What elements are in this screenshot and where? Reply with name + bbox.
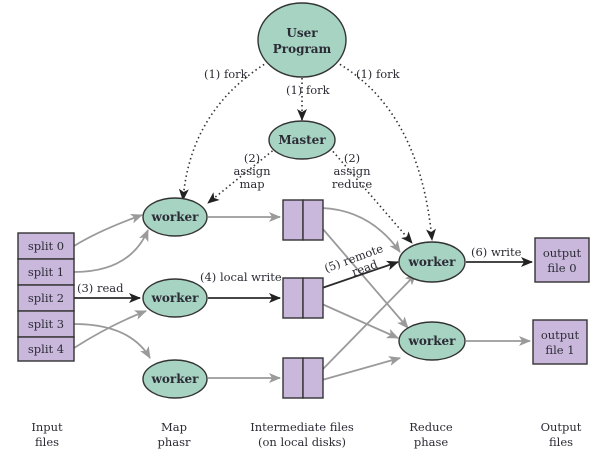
- split-label-3: split 3: [28, 317, 64, 331]
- phase-input-line2: files: [35, 435, 59, 449]
- output-file-0: output file 0: [534, 237, 590, 283]
- phase-output-line1: Output: [541, 420, 582, 434]
- phase-intermediate-line1: Intermediate files: [250, 420, 354, 434]
- arrow-split0-worker1: [73, 213, 143, 247]
- arrow-split1-worker1: [73, 229, 149, 273]
- fork-label-center: (1) fork: [286, 83, 331, 97]
- output-file-1-line1: output: [541, 328, 580, 342]
- master-node: Master: [268, 120, 336, 160]
- split-label-2: split 2: [28, 291, 64, 305]
- user-program-label-line2: Program: [273, 42, 332, 56]
- intermediate-file-1: [282, 199, 324, 241]
- assign-reduce-label-2: assign: [333, 164, 371, 178]
- split-box-4: [17, 336, 75, 362]
- phase-output-line2: files: [549, 435, 573, 449]
- user-program-label-line1: User: [286, 26, 318, 40]
- split-label-1: split 1: [28, 265, 64, 279]
- split-label-0: split 0: [28, 239, 64, 253]
- worker-label: worker: [408, 334, 457, 348]
- fork-label-left: (1) fork: [204, 67, 249, 81]
- output-file-1: output file 1: [532, 319, 588, 365]
- phase-labels: Input files Map phasr Intermediate files…: [31, 420, 581, 449]
- phase-intermediate-line2: (on local disks): [258, 435, 346, 449]
- assign-map-arrow: [207, 147, 277, 204]
- worker-label: worker: [151, 372, 200, 386]
- reduce-worker-2: worker: [398, 321, 466, 361]
- local-write-label: (4) local write: [200, 270, 282, 284]
- phase-reduce-line2: phase: [414, 435, 449, 449]
- arrow-file1-reducer1: [321, 207, 401, 253]
- output-file-1-line2: file 1: [545, 343, 574, 357]
- arrow-file3-reducer2: [321, 356, 401, 381]
- output-file-0-line2: file 0: [547, 261, 576, 275]
- arrow-file2-reducer2: [321, 303, 399, 339]
- remote-read-label: (5) remote read: [322, 241, 385, 279]
- phase-input-line1: Input: [31, 420, 63, 434]
- assign-map-label-1: (2): [244, 151, 260, 165]
- assign-reduce-arrow: [329, 147, 413, 244]
- reduce-worker-1: worker: [398, 241, 466, 283]
- user-program-node: User Program: [257, 2, 347, 78]
- fork-label-right: (1) fork: [356, 67, 401, 81]
- phase-map-line2: phasr: [157, 435, 191, 449]
- assign-reduce-label-3: reduce: [332, 177, 373, 191]
- arrow-split3-worker3: [73, 323, 151, 359]
- arrow-file3-reducer1: [321, 273, 417, 371]
- split-box-0: [17, 232, 75, 260]
- assign-map-label-2: assign: [233, 164, 271, 178]
- intermediate-file-2: [282, 277, 324, 319]
- worker-label: worker: [408, 255, 457, 269]
- input-splits: split 0 split 1 split 2 split 3 split 4: [17, 232, 75, 362]
- map-worker-2: worker: [142, 278, 208, 318]
- phase-reduce-line1: Reduce: [409, 420, 453, 434]
- master-label: Master: [278, 133, 326, 147]
- write-label: (6) write: [471, 245, 522, 259]
- map-worker-1: worker: [142, 197, 208, 237]
- read-label: (3) read: [77, 281, 124, 295]
- intermediate-file-3: [282, 357, 324, 399]
- phase-map-line1: Map: [161, 420, 187, 434]
- fork-arrow-right: [335, 61, 436, 241]
- assign-map-label-3: map: [239, 177, 264, 191]
- arrow-file1-reducer2: [321, 227, 409, 329]
- arrow-split4-worker2: [73, 310, 147, 349]
- worker-label: worker: [151, 291, 200, 305]
- split-label-4: split 4: [28, 342, 64, 356]
- output-file-0-line1: output: [543, 246, 582, 260]
- arrow-file2-reducer1: [321, 260, 399, 289]
- assign-reduce-label-1: (2): [344, 151, 360, 165]
- worker-label: worker: [151, 210, 200, 224]
- map-worker-3: worker: [142, 359, 208, 399]
